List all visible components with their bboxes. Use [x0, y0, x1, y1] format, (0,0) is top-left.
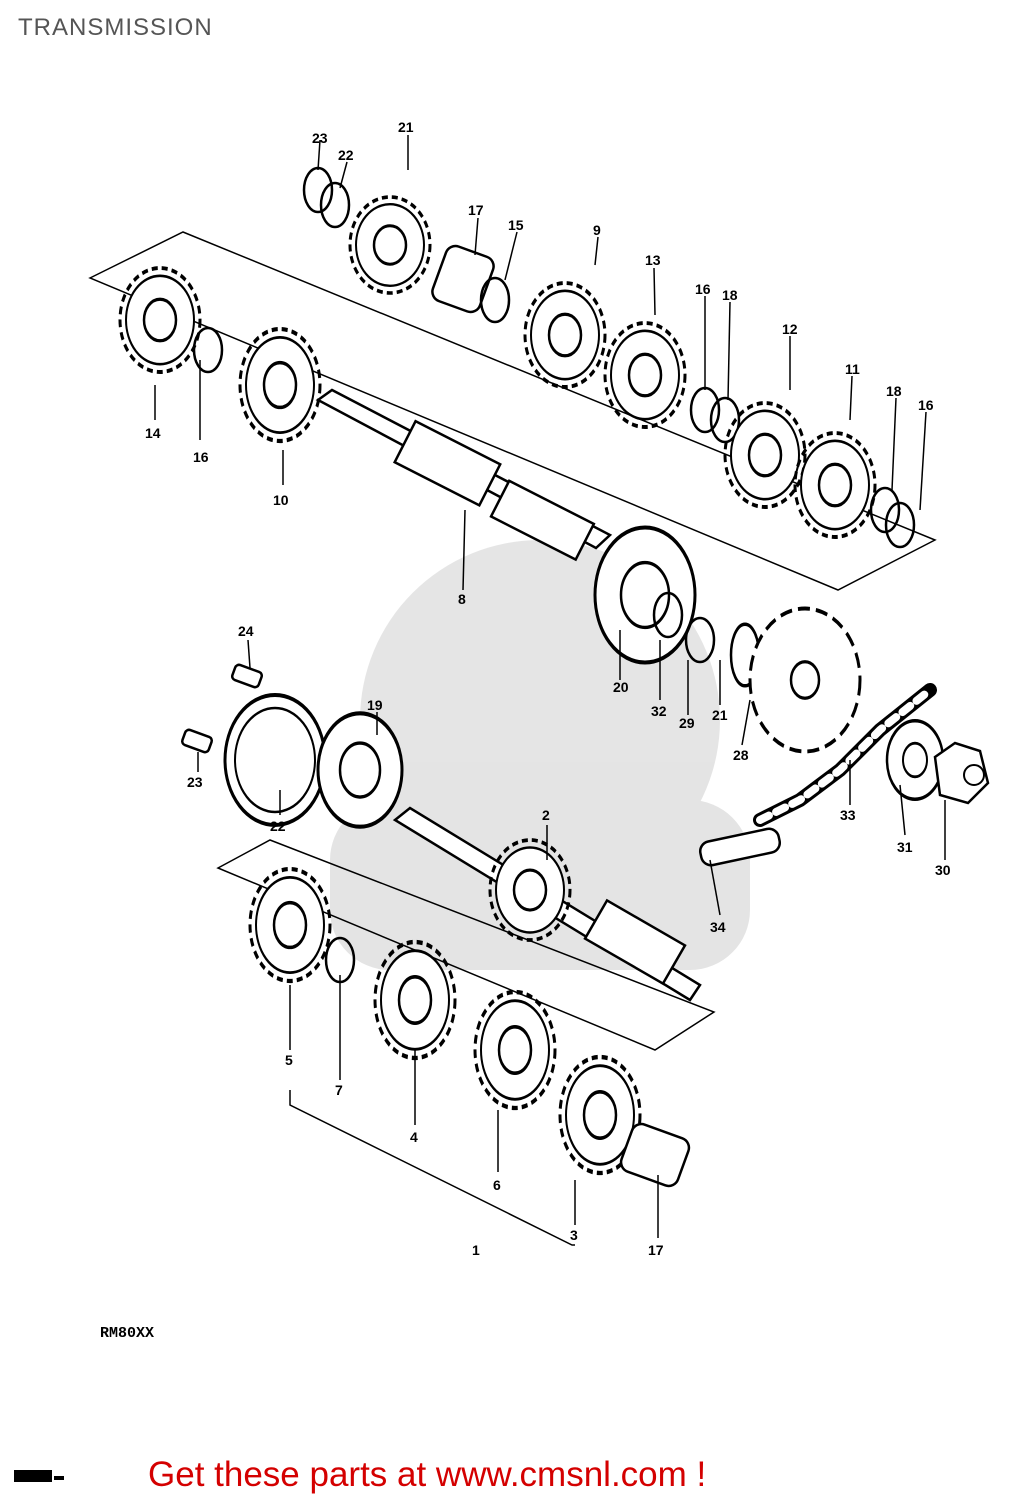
callout-29: 29	[679, 715, 695, 731]
callout-13: 13	[645, 252, 661, 268]
callout-16-mid: 16	[695, 281, 711, 297]
callout-22: 22	[270, 818, 286, 834]
bearing-20	[593, 525, 697, 665]
callout-34: 34	[710, 919, 726, 935]
gear-9	[523, 281, 607, 389]
callout-25: 21	[398, 119, 414, 135]
callout-12: 12	[782, 321, 798, 337]
bolt-24	[230, 663, 264, 689]
gear-14	[118, 266, 202, 374]
chain-33	[753, 683, 937, 827]
ring-26	[319, 181, 351, 229]
callout-21: 21	[712, 707, 728, 723]
countershaft-8	[315, 388, 613, 562]
footer-link[interactable]: Get these parts at www.cmsnl.com !	[148, 1455, 707, 1494]
chain-joint-34	[698, 827, 782, 867]
callout-7: 7	[335, 1082, 343, 1098]
gear-25	[348, 195, 432, 295]
callout-6: 6	[493, 1177, 501, 1193]
gear-13	[603, 321, 687, 429]
callout-1: 1	[472, 1242, 480, 1258]
page-title: TRANSMISSION	[18, 14, 213, 41]
nut-30	[933, 741, 990, 805]
callout-30: 30	[935, 862, 951, 878]
callout-2: 2	[542, 807, 550, 823]
ring-16-mid	[689, 386, 721, 434]
callout-27: 23	[312, 130, 328, 146]
corner-mark	[14, 1470, 52, 1482]
gear-6	[475, 992, 555, 1108]
callout-4: 4	[410, 1129, 418, 1145]
callout-16-right: 16	[918, 397, 934, 413]
callout-23: 23	[187, 774, 203, 790]
bearing-19	[316, 711, 404, 829]
model-code: RM80XX	[100, 1325, 155, 1342]
bearing-18-top	[431, 244, 495, 314]
callout-31: 31	[897, 839, 913, 855]
callout-labels: 23 22 21 17 15 9 13 16 18 12 11 18 16 14…	[145, 119, 951, 1258]
gear-11	[793, 431, 877, 539]
countershaft-assembly-outline	[88, 231, 937, 591]
callout-24: 24	[238, 623, 254, 639]
callout-3: 3	[570, 1227, 578, 1243]
callout-18-bottom: 17	[648, 1242, 664, 1258]
callout-15: 15	[508, 217, 524, 233]
callout-19: 19	[367, 697, 383, 713]
callout-32: 32	[651, 703, 667, 719]
ring-16-left	[192, 326, 224, 374]
callout-8: 8	[458, 591, 466, 607]
callout-17-right: 18	[886, 383, 902, 399]
callout-9: 9	[593, 222, 601, 238]
callout-28: 28	[733, 747, 749, 763]
ring-27	[302, 166, 334, 214]
sprocket-28	[748, 606, 862, 754]
callout-20: 20	[613, 679, 629, 695]
corner-mark-small	[54, 1476, 64, 1480]
callout-11: 11	[845, 361, 860, 377]
callout-26: 22	[338, 147, 354, 163]
callout-14: 14	[145, 425, 161, 441]
ring-15	[479, 276, 511, 324]
gear-12	[723, 401, 807, 509]
bearing-18-bottom	[619, 1122, 691, 1188]
callout-18-top: 17	[468, 202, 484, 218]
callout-17-mid: 18	[722, 287, 738, 303]
bolt-23	[180, 728, 214, 754]
callout-10: 10	[273, 492, 289, 508]
callout-5: 5	[285, 1052, 293, 1068]
driveshaft-assembly-outline	[216, 839, 716, 1051]
callout-16-left: 16	[193, 449, 209, 465]
callout-33: 33	[840, 807, 856, 823]
leader-lines	[154, 135, 946, 1246]
retainer-plate-22	[223, 693, 327, 827]
